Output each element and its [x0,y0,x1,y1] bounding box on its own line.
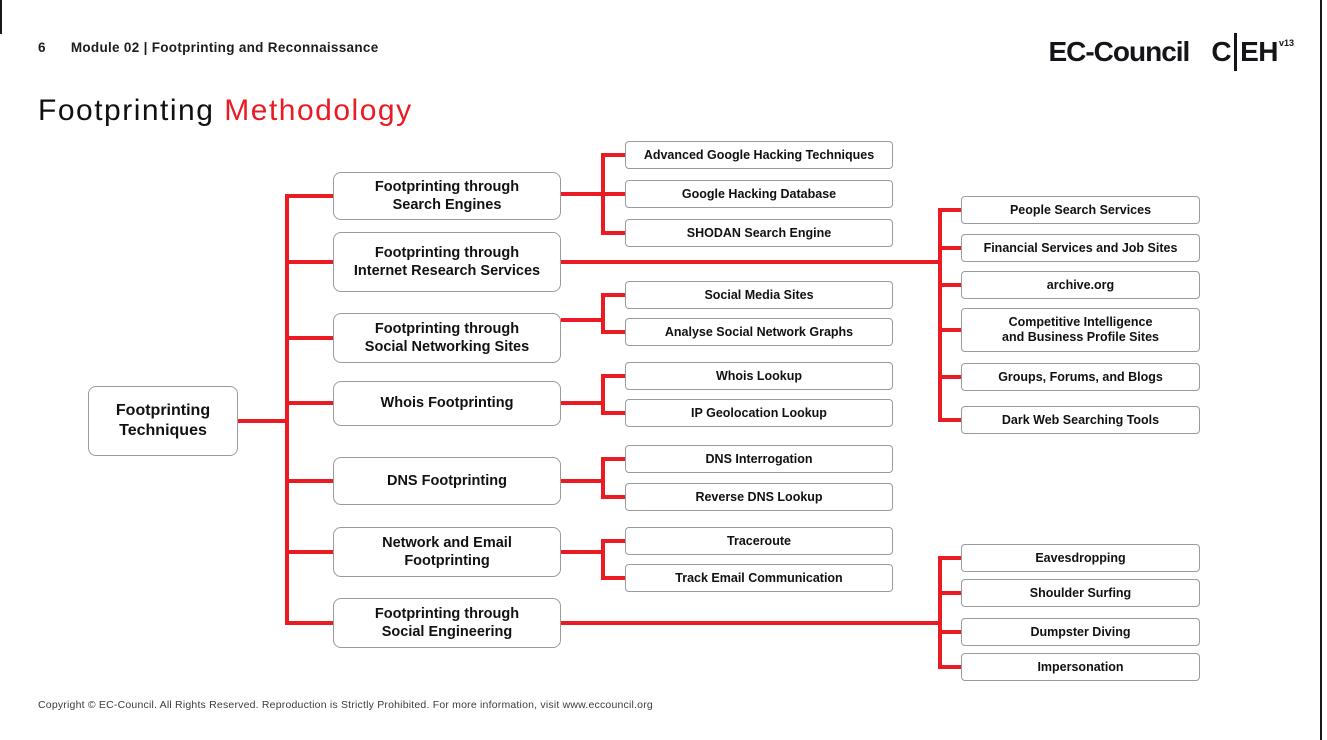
connector-line [938,418,961,422]
slide-header: 6 Module 02 | Footprinting and Reconnais… [38,40,379,55]
connector-line [601,457,625,461]
connector-line [561,550,605,554]
connector-line [601,153,625,157]
leaf-financial-services-job-sites: Financial Services and Job Sites [961,234,1200,262]
connector-line [285,260,333,264]
node-social-engineering: Footprinting through Social Engineering [333,598,561,648]
node-footprinting-techniques: Footprinting Techniques [88,386,238,456]
connector-line [601,293,605,334]
ceh-version: v13 [1278,38,1294,48]
connector-line [285,479,333,483]
connector-line [601,293,625,297]
leaf-competitive-intelligence: Competitive Intelligence and Business Pr… [961,308,1200,352]
leaf-shodan-search-engine: SHODAN Search Engine [625,219,893,247]
node-search-engines: Footprinting through Search Engines [333,172,561,220]
title-red: Methodology [224,94,413,127]
leaf-advanced-google-hacking: Advanced Google Hacking Techniques [625,141,893,169]
connector-line [561,479,605,483]
leaf-dns-interrogation: DNS Interrogation [625,445,893,473]
page-left-edge-mark [0,0,2,34]
node-internet-research-services: Footprinting through Internet Research S… [333,232,561,292]
ceh-eh: EH [1240,36,1278,67]
connector-line [285,550,333,554]
leaf-whois-lookup: Whois Lookup [625,362,893,390]
leaf-impersonation: Impersonation [961,653,1200,681]
connector-line [561,260,942,264]
connector-line [561,401,605,405]
node-whois-footprinting: Whois Footprinting [333,381,561,426]
leaf-analyse-social-network-graphs: Analyse Social Network Graphs [625,318,893,346]
leaf-social-media-sites: Social Media Sites [625,281,893,309]
brand-wordmark: EC-Council [1048,36,1190,67]
node-dns-footprinting: DNS Footprinting [333,457,561,505]
connector-line [561,621,942,625]
ceh-c: C [1211,36,1232,67]
connector-line [601,192,625,196]
page-title: Footprinting Methodology [38,94,413,128]
connector-line [601,495,625,499]
page-number: 6 [38,40,46,55]
connector-line [561,318,605,322]
connector-line [938,328,961,332]
connector-line [601,457,605,499]
module-title: Module 02 | Footprinting and Reconnaissa… [70,40,379,55]
page-right-border [1320,0,1322,740]
leaf-dark-web-searching-tools: Dark Web Searching Tools [961,406,1200,434]
connector-line [938,375,961,379]
copyright-text: Copyright © EC-Council. All Rights Reser… [38,699,653,711]
connector-line [938,283,961,287]
leaf-reverse-dns-lookup: Reverse DNS Lookup [625,483,893,511]
leaf-archive-org: archive.org [961,271,1200,299]
node-network-email-footprinting: Network and Email Footprinting [333,527,561,577]
connector-line [601,539,625,543]
leaf-track-email-communication: Track Email Communication [625,564,893,592]
connector-line [601,411,625,415]
leaf-shoulder-surfing: Shoulder Surfing [961,579,1200,607]
connector-line [938,630,961,634]
connector-line [938,665,961,669]
connector-line [938,556,942,669]
leaf-ip-geolocation-lookup: IP Geolocation Lookup [625,399,893,427]
title-black: Footprinting [38,94,215,127]
connector-line [285,401,333,405]
leaf-people-search-services: People Search Services [961,196,1200,224]
connector-line [601,539,605,580]
leaf-google-hacking-database: Google Hacking Database [625,180,893,208]
connector-line [285,194,289,625]
connector-line [601,231,625,235]
connector-line [938,246,961,250]
connector-line [601,576,625,580]
connector-line [938,208,942,422]
connector-line [238,419,289,423]
connector-line [938,591,961,595]
connector-line [601,374,605,415]
leaf-dumpster-diving: Dumpster Diving [961,618,1200,646]
connector-line [601,374,625,378]
node-social-networking-sites: Footprinting through Social Networking S… [333,313,561,363]
connector-line [285,194,333,198]
connector-line [285,336,333,340]
leaf-groups-forums-blogs: Groups, Forums, and Blogs [961,363,1200,391]
connector-line [938,208,961,212]
connector-line [285,621,333,625]
leaf-traceroute: Traceroute [625,527,893,555]
ceh-divider-bar [1234,33,1238,71]
connector-line [601,330,625,334]
connector-line [938,556,961,560]
connector-line [561,192,605,196]
leaf-eavesdropping: Eavesdropping [961,544,1200,572]
